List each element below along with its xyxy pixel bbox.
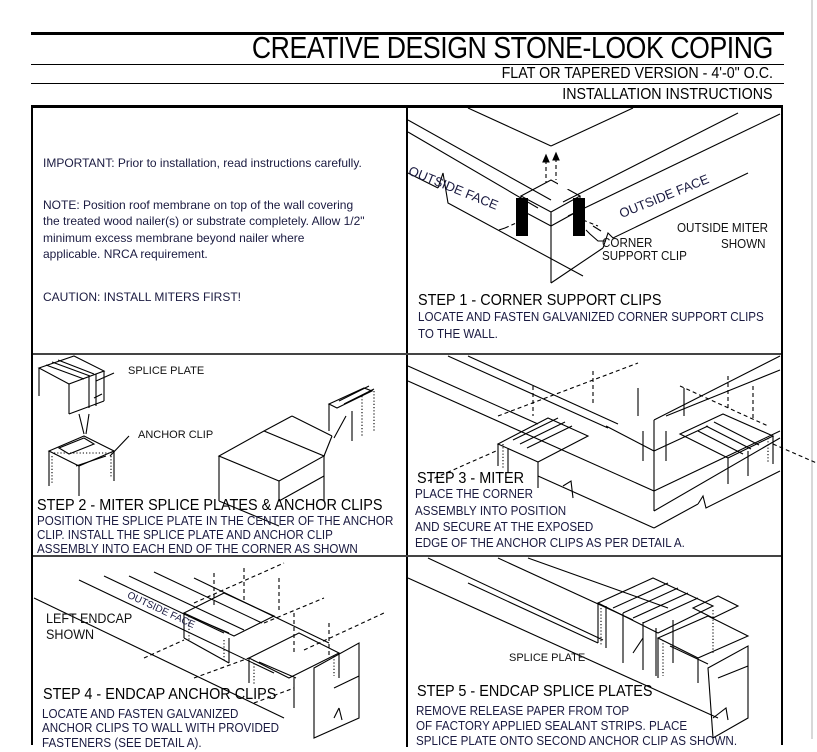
splice-plate-label: SPLICE PLATE [509, 652, 586, 664]
left-endcap-note: LEFT ENDCAP [46, 611, 133, 626]
step-4-body: ANCHOR CLIPS TO WALL WITH PROVIDED [42, 721, 280, 735]
step-1-body: TO THE WALL. [418, 327, 498, 341]
note-line: NOTE: Position roof membrane on top of t… [43, 198, 354, 212]
page-subtitle: FLAT OR TAPERED VERSION - 4'-0" O.C. [501, 65, 773, 82]
caution-text: CAUTION: INSTALL MITERS FIRST! [43, 290, 242, 304]
header-rule-2 [31, 83, 784, 84]
corner-support-clip-callout: CORNER [602, 236, 653, 250]
note-line: the treated wood nailer(s) or substrate … [43, 214, 365, 228]
corner-support-clip-callout: SUPPORT CLIP [602, 249, 687, 263]
outside-miter-note: OUTSIDE MITER [677, 221, 769, 235]
step-5-body: SPLICE PLATE ONTO SECOND ANCHOR CLIP AS … [416, 734, 738, 748]
step-5-body: REMOVE RELEASE PAPER FROM TOP [416, 704, 630, 718]
grid-vertical-divider [406, 107, 408, 747]
step-3-title: STEP 3 - MITER [417, 470, 525, 487]
step-4-body: FASTENERS (SEE DETAIL A). [42, 736, 202, 750]
miter-illustration [407, 355, 817, 529]
step-4-body: LOCATE AND FASTEN GALVANIZED [42, 707, 239, 721]
outside-miter-note: SHOWN [721, 237, 766, 251]
step-3-body: AND SECURE AT THE EXPOSED [415, 520, 594, 534]
splice-plate-label: SPLICE PLATE [128, 365, 205, 377]
page-title: CREATIVE DESIGN STONE-LOOK COPING [251, 30, 774, 65]
grid-divider-1 [33, 353, 781, 355]
step-3-body: PLACE THE CORNER [415, 487, 534, 501]
left-endcap-note: SHOWN [46, 627, 95, 642]
page-edge [811, 0, 813, 739]
important-text: IMPORTANT: Prior to installation, read i… [43, 156, 362, 170]
step-2-body: POSITION THE SPLICE PLATE IN THE CENTER … [37, 514, 394, 528]
splice-plate-anchor-clip-illustration [37, 355, 375, 527]
step-5-body: OF FACTORY APPLIED SEALANT STRIPS. PLACE [416, 719, 688, 733]
step-3-body: ASSEMBLY INTO POSITION [415, 504, 567, 518]
endcap-anchor-clip-illustration [33, 562, 385, 739]
step-1-title: STEP 1 - CORNER SUPPORT CLIPS [418, 292, 662, 309]
step-1-body: LOCATE AND FASTEN GALVANIZED CORNER SUPP… [418, 310, 764, 324]
step-2-body: ASSEMBLY INTO EACH END OF THE CORNER AS … [37, 542, 358, 556]
corner-support-clip-illustration [407, 107, 781, 284]
step-2-title: STEP 2 - MITER SPLICE PLATES & ANCHOR CL… [37, 497, 383, 514]
step-4-title: STEP 4 - ENDCAP ANCHOR CLIPS [43, 686, 277, 703]
note-line: minimum excess membrane beyond nailer wh… [43, 231, 305, 245]
grid-divider-2 [33, 555, 781, 557]
step-2-body: CLIP. INSTALL THE SPLICE PLATE AND ANCHO… [37, 528, 333, 542]
endcap-splice-plate-illustration [407, 557, 750, 739]
anchor-clip-label: ANCHOR CLIP [138, 429, 214, 441]
header-top-rule [31, 32, 784, 35]
section-title: INSTALLATION INSTRUCTIONS [562, 86, 773, 103]
instruction-grid [31, 105, 783, 745]
header-rule-1 [31, 64, 784, 65]
step-3-body: EDGE OF THE ANCHOR CLIPS AS PER DETAIL A… [415, 536, 685, 550]
note-line: applicable. NRCA requirement. [43, 247, 208, 261]
step-5-title: STEP 5 - ENDCAP SPLICE PLATES [417, 683, 653, 700]
